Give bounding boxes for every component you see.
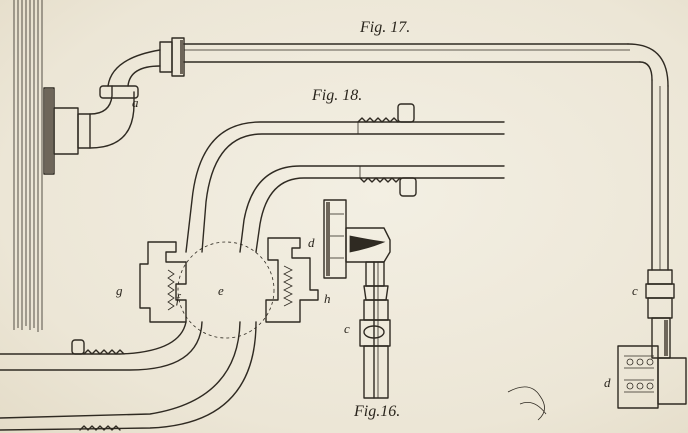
fig16-fitting [323, 199, 391, 399]
wall-hatching [13, 0, 43, 332]
label-e: e [218, 283, 224, 298]
label-d-right: d [604, 375, 611, 390]
fig17-caption: Fig. 17. [360, 19, 411, 36]
label-d-mid: d [308, 235, 315, 250]
fig16-caption: Fig.16. [354, 403, 401, 420]
fig17-pipe [43, 37, 675, 359]
stray-script [507, 386, 547, 421]
label-c-right: c [632, 283, 638, 298]
label-g: g [116, 283, 123, 298]
fig18-caption: Fig. 18. [312, 87, 363, 104]
label-h: h [324, 291, 331, 306]
label-c-mid: c [344, 321, 350, 336]
fig17-connector-d [617, 345, 687, 409]
label-a: a [132, 95, 139, 110]
fig18-pipe [0, 103, 505, 431]
label-f: f [176, 291, 180, 306]
